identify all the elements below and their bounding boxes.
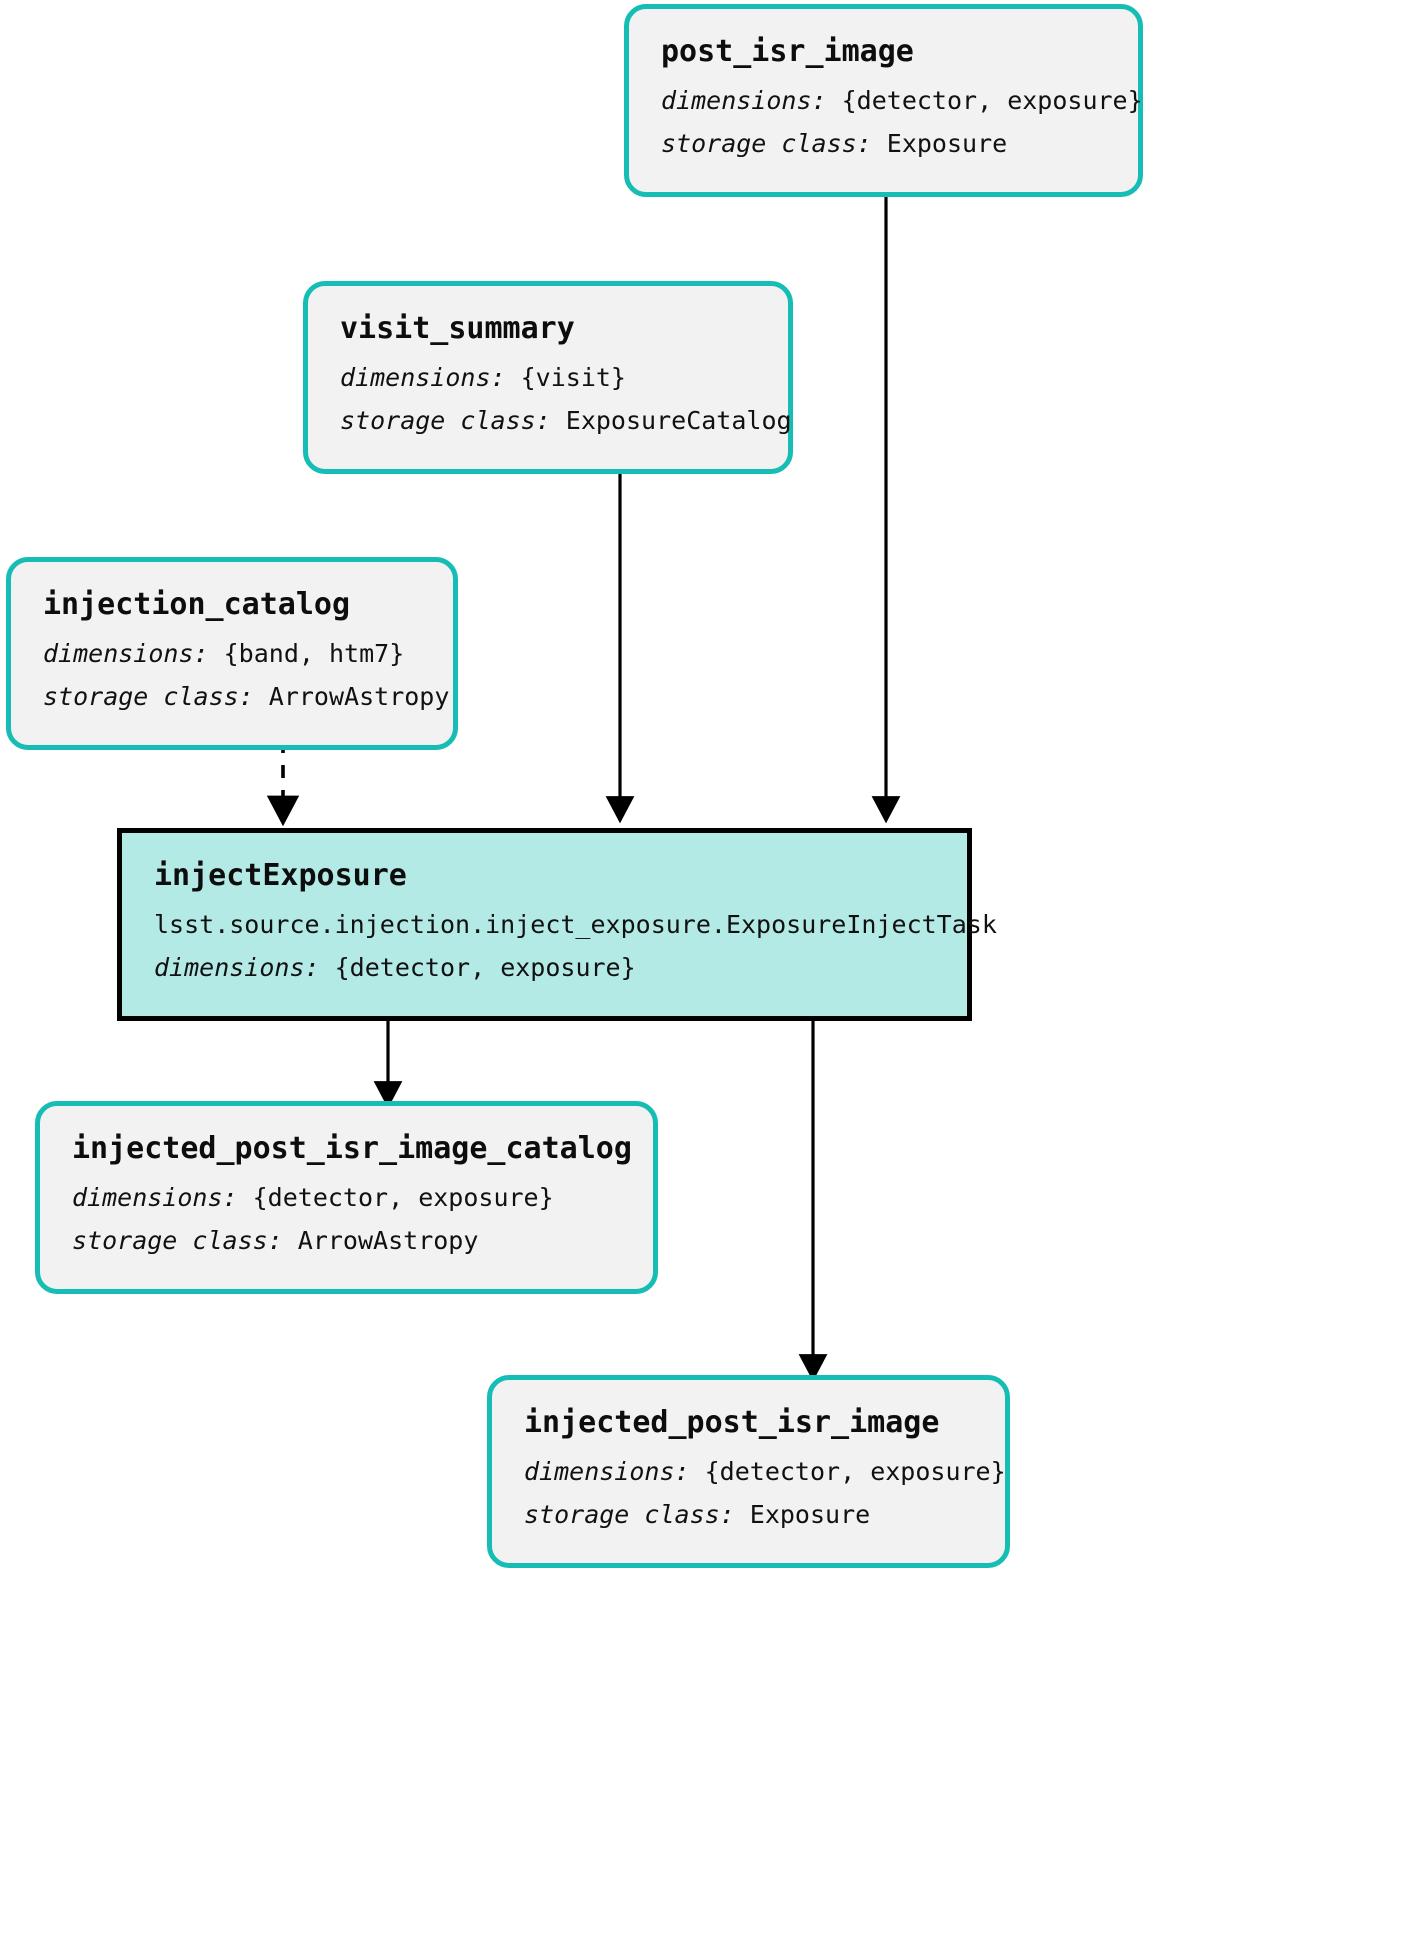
- storage-class-value: ArrowAstropy: [268, 682, 450, 711]
- dimensions-label: dimensions:: [340, 362, 521, 392]
- node-dimensions-row: dimensions: {detector, exposure}: [154, 952, 941, 985]
- dimensions-label: dimensions:: [524, 1456, 705, 1486]
- task-class-path: lsst.source.injection.inject_exposure.Ex…: [154, 909, 997, 939]
- node-injection-catalog[interactable]: injection_catalog dimensions: {band, htm…: [6, 557, 458, 750]
- node-storage-class-row: storage class: ArrowAstropy: [43, 681, 449, 714]
- node-post-isr-image[interactable]: post_isr_image dimensions: {detector, ex…: [624, 4, 1143, 197]
- node-title: injection_catalog: [43, 587, 351, 622]
- dimensions-value: {band, htm7}: [223, 638, 405, 668]
- node-title: visit_summary: [340, 311, 575, 346]
- dimensions-value: {visit}: [520, 362, 626, 392]
- node-title: injectExposure: [154, 858, 407, 893]
- dimensions-label: dimensions:: [72, 1182, 253, 1212]
- node-storage-class-row: storage class: ExposureCatalog: [340, 405, 792, 438]
- storage-class-value: ArrowAstropy: [297, 1226, 479, 1255]
- storage-class-label: storage class:: [72, 1226, 298, 1255]
- storage-class-value: ExposureCatalog: [565, 406, 792, 435]
- storage-class-label: storage class:: [661, 129, 887, 158]
- node-inject-exposure-task[interactable]: injectExposure lsst.source.injection.inj…: [117, 828, 997, 1021]
- dimensions-value: {detector, exposure}: [841, 85, 1143, 115]
- node-storage-class-row: storage class: Exposure: [661, 128, 1112, 161]
- dimensions-value: {detector, exposure}: [252, 1182, 554, 1212]
- dimensions-label: dimensions:: [43, 638, 224, 668]
- node-storage-class-row: storage class: ArrowAstropy: [72, 1225, 627, 1258]
- dimensions-label: dimensions:: [154, 953, 335, 982]
- node-injected-post-isr-image-catalog[interactable]: injected_post_isr_image_catalog dimensio…: [35, 1101, 658, 1294]
- node-dimensions-row: dimensions: {detector, exposure}: [661, 85, 1143, 118]
- storage-class-value: Exposure: [886, 129, 1008, 158]
- dimensions-label: dimensions:: [661, 85, 842, 115]
- dimensions-value: {detector, exposure}: [704, 1456, 1006, 1486]
- node-injected-post-isr-image[interactable]: injected_post_isr_image dimensions: {det…: [487, 1375, 1010, 1568]
- storage-class-label: storage class:: [43, 682, 269, 711]
- dimensions-value: {detector, exposure}: [334, 953, 636, 982]
- node-dimensions-row: dimensions: {band, htm7}: [43, 638, 427, 671]
- node-title: post_isr_image: [661, 34, 914, 69]
- node-dimensions-row: dimensions: {detector, exposure}: [524, 1456, 1006, 1489]
- storage-class-label: storage class:: [340, 406, 566, 435]
- storage-class-value: Exposure: [749, 1500, 871, 1529]
- node-visit-summary[interactable]: visit_summary dimensions: {visit} storag…: [303, 281, 793, 474]
- node-dimensions-row: dimensions: {visit}: [340, 362, 762, 395]
- node-title: injected_post_isr_image_catalog: [72, 1131, 632, 1166]
- node-dimensions-row: dimensions: {detector, exposure}: [72, 1182, 627, 1215]
- node-title: injected_post_isr_image: [524, 1405, 940, 1440]
- storage-class-label: storage class:: [524, 1500, 750, 1529]
- node-storage-class-row: storage class: Exposure: [524, 1499, 979, 1532]
